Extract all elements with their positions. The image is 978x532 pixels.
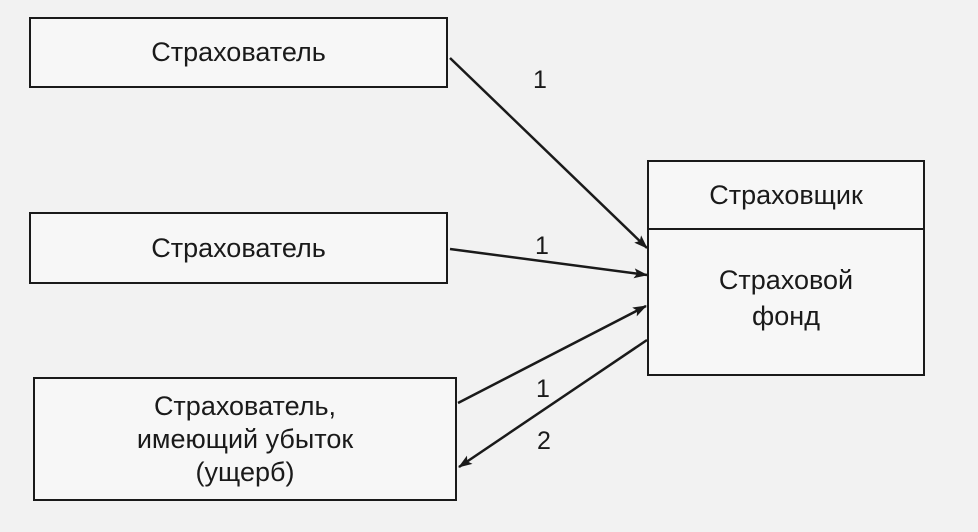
insured-label-2: Страхователь — [151, 232, 326, 263]
flow-label-3: 1 — [536, 375, 550, 403]
flow-arrow-1 — [449, 57, 648, 249]
flow-label-1: 1 — [533, 66, 547, 94]
insured-with-loss-box: Страхователь, имеющий убыток (ущерб) — [33, 377, 457, 501]
insured-label-1: Страхователь — [151, 37, 326, 67]
insured-box-1: Страхователь — [29, 17, 448, 88]
flow-arrow-4 — [458, 338, 648, 469]
flow-label-4: 2 — [537, 427, 551, 455]
insurer-box: Страховщик Страховой фонд — [647, 160, 925, 376]
flow-label-2: 1 — [535, 232, 549, 260]
flow-arrow-2 — [449, 247, 648, 279]
insured-with-loss-label: Страхователь, имеющий убыток (ущерб) — [136, 390, 354, 487]
insured-box-2: Страхователь — [29, 212, 448, 284]
insurer-title: Страховщик — [649, 162, 923, 230]
flow-arrow-3 — [457, 304, 647, 405]
insurance-fund-label: Страховой фонд — [718, 265, 854, 331]
